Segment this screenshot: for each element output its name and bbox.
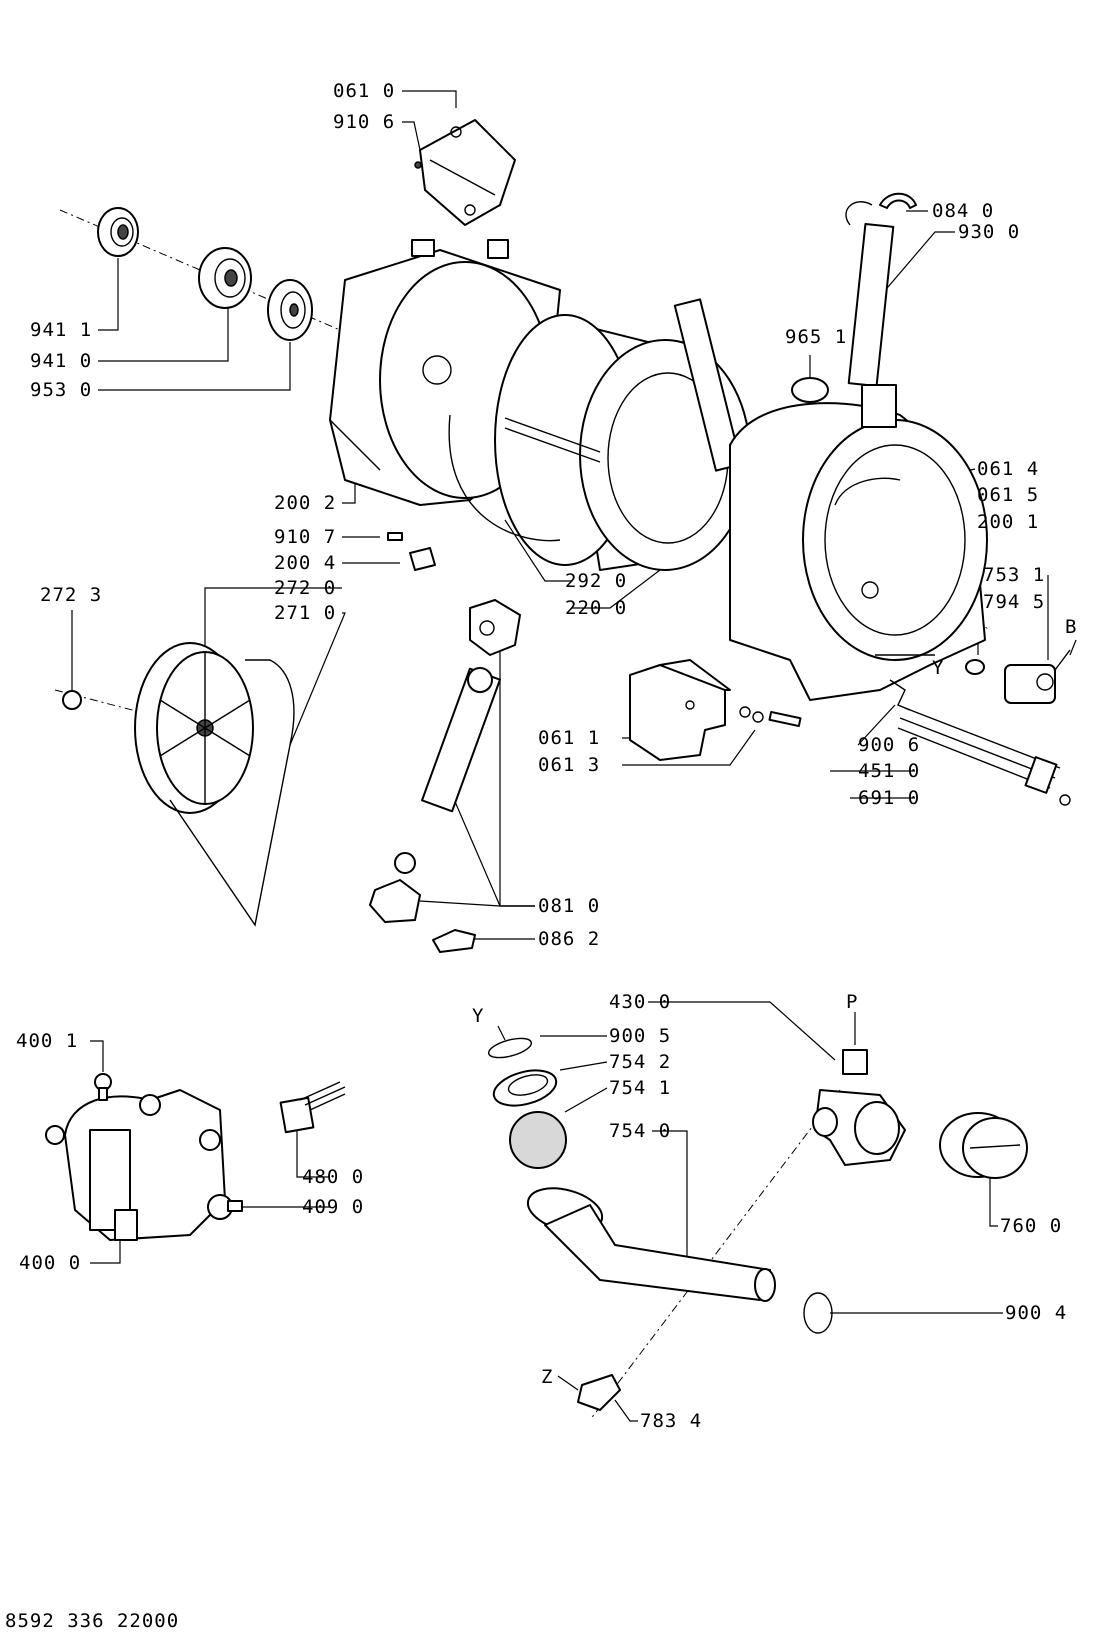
heater-451-0 (897, 707, 1071, 806)
label-910-6: 910 6 (333, 111, 396, 133)
screw-910-7 (387, 532, 403, 541)
label-Z: Z (541, 1366, 554, 1388)
drum-220-0 (494, 314, 751, 571)
belt-271-0 (169, 659, 295, 927)
label-941-0: 941 0 (30, 350, 93, 372)
label-200-1: 200 1 (977, 511, 1040, 533)
ball-754-1 (509, 1111, 567, 1169)
label-200-2: 200 2 (274, 492, 337, 514)
connector-480-0 (279, 1081, 346, 1134)
label-900-4: 900 4 (1005, 1302, 1068, 1324)
label-Y-drain: Y (472, 1005, 485, 1027)
label-754-0: 754 0 (609, 1120, 672, 1142)
label-900-5: 900 5 (609, 1025, 672, 1047)
label-061-5: 061 5 (977, 484, 1040, 506)
label-400-1: 400 1 (16, 1030, 79, 1052)
label-965-1: 965 1 (785, 326, 848, 348)
seal-953-0 (267, 279, 313, 341)
label-760-0: 760 0 (1000, 1215, 1063, 1237)
spring-930-0 (845, 201, 895, 388)
label-081-0: 081 0 (538, 895, 601, 917)
front-tub-200-1 (729, 384, 988, 701)
thermostat-753-1 (1004, 649, 1071, 704)
clip-084-0 (879, 192, 917, 209)
label-220-0: 220 0 (565, 597, 628, 619)
bearing-941-1 (97, 207, 139, 257)
pulley-272-0 (134, 642, 254, 814)
label-480-0: 480 0 (302, 1166, 365, 1188)
label-061-0: 061 0 (333, 80, 396, 102)
label-900-6: 900 6 (858, 734, 921, 756)
label-084-0: 084 0 (932, 200, 995, 222)
label-Y-front: Y (932, 657, 945, 679)
clip-409-0 (227, 1200, 243, 1212)
plug-965-1 (791, 377, 829, 403)
clamp-900-4 (803, 1292, 833, 1334)
label-271-0: 271 0 (274, 602, 337, 624)
label-272-3: 272 3 (40, 584, 103, 606)
label-409-0: 409 0 (302, 1196, 365, 1218)
label-794-5: 794 5 (983, 591, 1046, 613)
ring-754-2 (492, 1069, 558, 1107)
label-430-0: 430 0 (609, 991, 672, 1013)
motor-400-0 (45, 1089, 233, 1241)
label-086-2: 086 2 (538, 928, 601, 950)
label-754-2: 754 2 (609, 1051, 672, 1073)
label-941-1: 941 1 (30, 319, 93, 341)
label-292-0: 292 0 (565, 570, 628, 592)
label-P: P (846, 991, 859, 1013)
label-783-4: 783 4 (640, 1410, 703, 1432)
label-B: B (1065, 616, 1078, 638)
clip-200-4 (409, 547, 436, 571)
clip-086-2 (432, 929, 476, 953)
damper-081-0 (369, 599, 521, 923)
label-061-1: 061 1 (538, 727, 601, 749)
counterweight-061-1 (629, 659, 731, 761)
document-code: 8592 336 22000 (5, 1610, 180, 1632)
label-910-7: 910 7 (274, 526, 337, 548)
spring-left (673, 298, 743, 472)
label-953-0: 953 0 (30, 379, 93, 401)
filter-760-0 (939, 1112, 1028, 1179)
suppressor-061-0 (414, 119, 516, 226)
label-930-0: 930 0 (958, 221, 1021, 243)
label-400-0: 400 0 (19, 1252, 82, 1274)
label-451-0: 451 0 (858, 760, 921, 782)
label-272-0: 272 0 (274, 577, 337, 599)
label-691-0: 691 0 (858, 787, 921, 809)
bracket-900-6 (889, 679, 911, 711)
nut-272-3 (62, 690, 82, 710)
label-061-4: 061 4 (977, 458, 1040, 480)
label-753-1: 753 1 (983, 564, 1046, 586)
screw-400-1 (94, 1073, 112, 1101)
hose-783-4 (577, 1374, 621, 1411)
label-754-1: 754 1 (609, 1077, 672, 1099)
sensor-794-5 (965, 659, 985, 675)
gasket-292-0 (448, 414, 561, 542)
label-200-4: 200 4 (274, 552, 337, 574)
bearing-941-0 (198, 247, 252, 309)
hose-754-0 (526, 1187, 776, 1302)
label-061-3: 061 3 (538, 754, 601, 776)
clamp-900-5 (487, 1037, 533, 1059)
bolt-061-3 (739, 706, 802, 728)
pump-430-0 (812, 1049, 906, 1166)
